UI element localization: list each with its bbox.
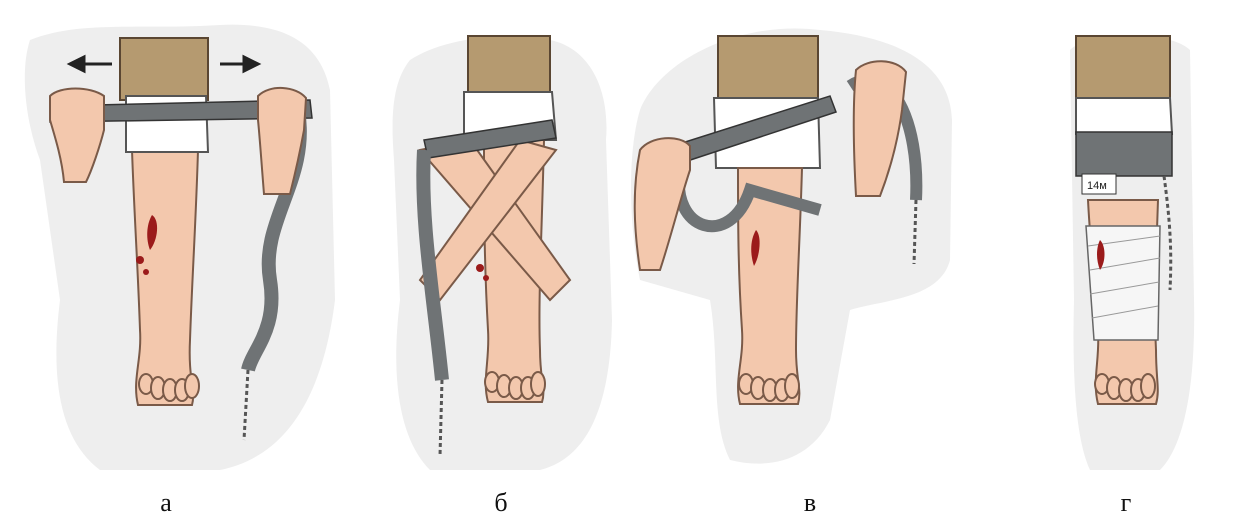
trouser-leg — [120, 38, 208, 100]
applied-tourniquet — [1076, 132, 1172, 176]
dressing-bandage — [1086, 226, 1160, 340]
caption-g: г — [1106, 488, 1146, 518]
bandage-pad — [1076, 98, 1172, 134]
tourniquet-step-g-illustration: 14м — [1060, 0, 1210, 480]
leg — [132, 150, 198, 405]
trouser-leg — [468, 36, 550, 92]
caption-v: в — [790, 488, 830, 518]
trouser-leg — [718, 36, 818, 98]
time-tag-label: 14м — [1087, 180, 1107, 192]
tourniquet-step-v-illustration — [620, 0, 960, 480]
panel-b — [380, 0, 620, 480]
caption-a: а — [146, 488, 186, 518]
trouser-leg — [1076, 36, 1170, 98]
panel-g: 14м — [1060, 0, 1210, 480]
panel-v — [620, 0, 960, 480]
tourniquet-step-b-illustration — [380, 0, 620, 480]
caption-b: б — [481, 488, 521, 518]
panel-a — [20, 0, 340, 480]
tourniquet-step-a-illustration — [20, 0, 340, 480]
